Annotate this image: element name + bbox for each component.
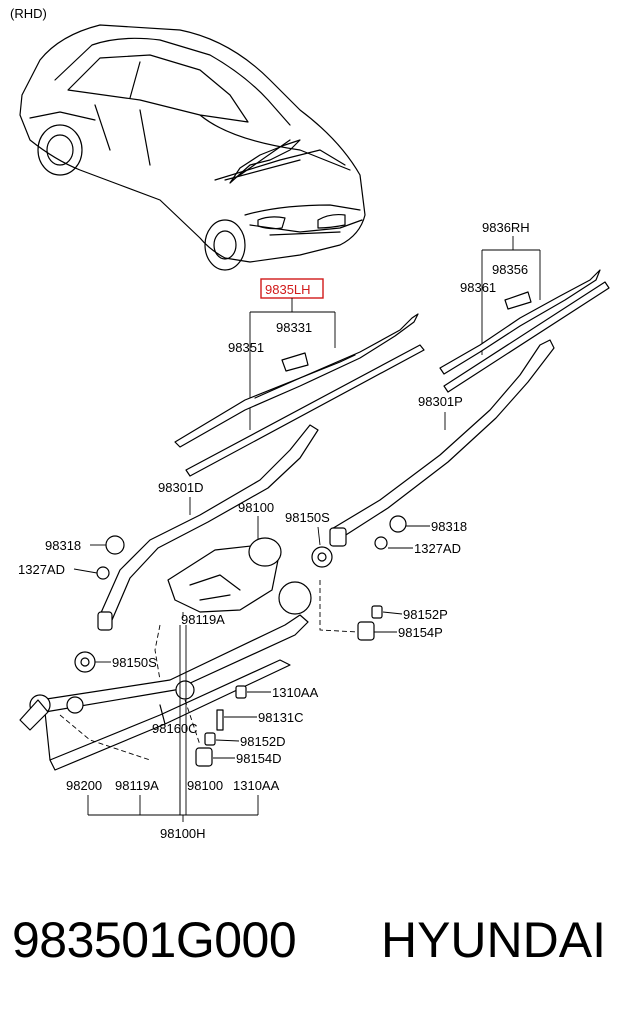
linkage-frame-98200 (19, 581, 312, 771)
callout-98356: 98356 (492, 262, 528, 277)
callout-98100-bottom: 98100 (187, 778, 223, 793)
callout-98361: 98361 (460, 280, 496, 295)
callout-98160C: 98160C (152, 721, 198, 736)
callout-98351: 98351 (228, 340, 264, 355)
callout-98318-left: 98318 (45, 538, 81, 553)
wiper-arm-98301P: 98301P (329, 339, 555, 541)
wiper-motor-98100: 98100 (167, 500, 282, 613)
brand-name: HYUNDAI (380, 912, 606, 968)
part-number: 983501G000 (12, 912, 297, 968)
callout-9835LH: 9835LH (265, 282, 311, 297)
wiper-arm-98301D: 98301D (99, 424, 319, 621)
callout-98154D: 98154D (236, 751, 282, 766)
blade-clip-98356 (504, 291, 532, 310)
callout-98100H: 98100H (160, 826, 206, 841)
callout-1327AD-left: 1327AD (18, 562, 65, 577)
callout-98154P: 98154P (398, 625, 443, 640)
rhd-note: (RHD) (10, 6, 47, 21)
blade-refill-98361 (443, 281, 610, 393)
blade-clip-98331 (281, 352, 309, 372)
car-illustration (19, 24, 366, 271)
callout-1327AD-right: 1327AD (414, 541, 461, 556)
callout-98200: 98200 (66, 778, 102, 793)
wiper-parts-diagram: (RHD) 9835LH 98331 98351 9836RH 98356 98… (10, 6, 610, 841)
callout-98301D: 98301D (158, 480, 204, 495)
callout-98150S-right: 98150S (285, 510, 330, 525)
callout-98119A-top: 98119A (181, 612, 225, 627)
rh-wiper-blade: 9836RH 98356 98361 (439, 220, 610, 393)
part-footer: 983501G000 HYUNDAI (0, 900, 620, 980)
callout-98152D: 98152D (240, 734, 286, 749)
blade-refill-98351 (185, 344, 425, 477)
callout-98150S-left: 98150S (112, 655, 157, 670)
callout-98301P: 98301P (418, 394, 463, 409)
callout-98131C: 98131C (258, 710, 304, 725)
callout-98119A-bottom: 98119A (115, 778, 159, 793)
hardware-parts (74, 515, 407, 767)
callout-98318-right: 98318 (431, 519, 467, 534)
callout-98100-top: 98100 (238, 500, 274, 515)
callout-1310AA-bottom: 1310AA (233, 778, 280, 793)
lh-wiper-blade: 9835LH 98331 98351 (174, 278, 425, 477)
callout-98152P: 98152P (403, 607, 448, 622)
callout-98331: 98331 (276, 320, 312, 335)
callout-9836RH: 9836RH (482, 220, 530, 235)
callout-1310AA-top: 1310AA (272, 685, 319, 700)
